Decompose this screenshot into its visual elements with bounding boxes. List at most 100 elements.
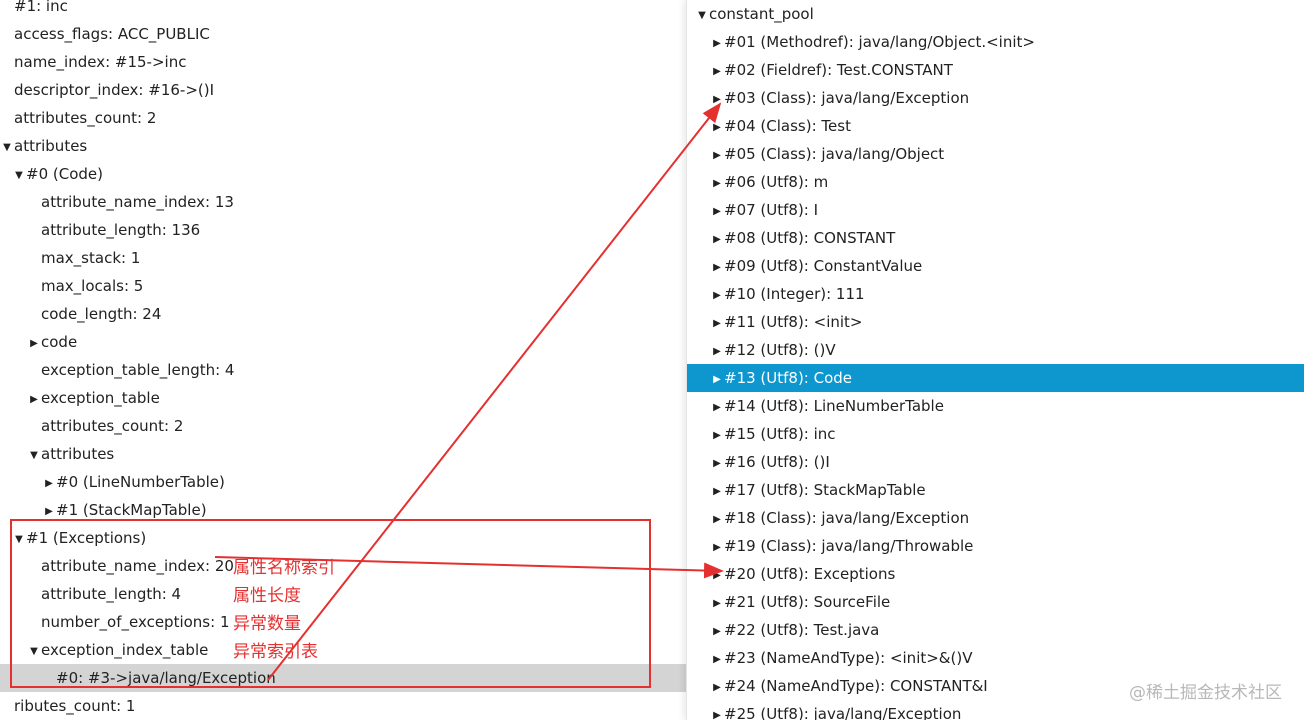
triangle-right-icon[interactable]: ▶	[713, 150, 721, 161]
left-node-attribute-name-index-20[interactable]: attribute_name_index: 20	[0, 552, 686, 580]
left-node-0-3-java-lang-exception[interactable]: #0: #3->java/lang/Exception	[0, 664, 686, 692]
cp-node-01-methodref-java-lang-object-init[interactable]: ▶#01 (Methodref): java/lang/Object.<init…	[687, 28, 1304, 56]
cp-node-25-utf8-java-lang-exception[interactable]: ▶#25 (Utf8): java/lang/Exception	[687, 700, 1304, 720]
tree-node-label: #04 (Class): Test	[724, 117, 851, 135]
cp-node-12-utf8-v[interactable]: ▶#12 (Utf8): ()V	[687, 336, 1304, 364]
triangle-right-icon[interactable]: ▶	[713, 710, 721, 720]
triangle-right-icon[interactable]: ▶	[713, 234, 721, 245]
triangle-right-icon[interactable]: ▶	[713, 66, 721, 77]
left-node-exception-table[interactable]: ▶exception_table	[0, 384, 686, 412]
left-node-access-flags-acc-public[interactable]: access_flags: ACC_PUBLIC	[0, 20, 686, 48]
tree-node-label: #0: #3->java/lang/Exception	[56, 669, 276, 687]
left-node-1-exceptions[interactable]: ▼#1 (Exceptions)	[0, 524, 686, 552]
left-node-attribute-name-index-13[interactable]: attribute_name_index: 13	[0, 188, 686, 216]
left-node-0-code[interactable]: ▼#0 (Code)	[0, 160, 686, 188]
cp-node-09-utf8-constantvalue[interactable]: ▶#09 (Utf8): ConstantValue	[687, 252, 1304, 280]
triangle-down-icon[interactable]: ▼	[30, 646, 38, 657]
tree-node-label: exception_index_table	[41, 641, 209, 659]
cp-node-constant-pool[interactable]: ▼constant_pool	[687, 0, 1304, 28]
tree-node-label: #23 (NameAndType): <init>&()V	[724, 649, 973, 667]
left-node-exception-table-length-4[interactable]: exception_table_length: 4	[0, 356, 686, 384]
left-node-1-stackmaptable[interactable]: ▶#1 (StackMapTable)	[0, 496, 686, 524]
left-node-name-index-15-inc[interactable]: name_index: #15->inc	[0, 48, 686, 76]
triangle-right-icon[interactable]: ▶	[713, 430, 721, 441]
triangle-right-icon[interactable]: ▶	[713, 682, 721, 693]
triangle-down-icon[interactable]: ▼	[3, 142, 11, 153]
tree-node-label: #19 (Class): java/lang/Throwable	[724, 537, 974, 555]
triangle-right-icon[interactable]: ▶	[713, 374, 721, 385]
cp-node-03-class-java-lang-exception[interactable]: ▶#03 (Class): java/lang/Exception	[687, 84, 1304, 112]
cp-node-18-class-java-lang-exception[interactable]: ▶#18 (Class): java/lang/Exception	[687, 504, 1304, 532]
triangle-right-icon[interactable]: ▶	[713, 94, 721, 105]
cp-node-20-utf8-exceptions[interactable]: ▶#20 (Utf8): Exceptions	[687, 560, 1304, 588]
left-node-number-of-exceptions-1[interactable]: number_of_exceptions: 1	[0, 608, 686, 636]
triangle-right-icon[interactable]: ▶	[713, 654, 721, 665]
left-node-exception-index-table[interactable]: ▼exception_index_table	[0, 636, 686, 664]
left-node-max-stack-1[interactable]: max_stack: 1	[0, 244, 686, 272]
cp-node-04-class-test[interactable]: ▶#04 (Class): Test	[687, 112, 1304, 140]
cp-node-10-integer-111[interactable]: ▶#10 (Integer): 111	[687, 280, 1304, 308]
tree-node-label: #09 (Utf8): ConstantValue	[724, 257, 923, 275]
left-node-code-length-24[interactable]: code_length: 24	[0, 300, 686, 328]
triangle-right-icon[interactable]: ▶	[713, 206, 721, 217]
left-node-attribute-length-136[interactable]: attribute_length: 136	[0, 216, 686, 244]
triangle-right-icon[interactable]: ▶	[713, 38, 721, 49]
left-node-attributes[interactable]: ▼attributes	[0, 132, 686, 160]
left-node-attribute-length-4[interactable]: attribute_length: 4	[0, 580, 686, 608]
cp-node-22-utf8-test-java[interactable]: ▶#22 (Utf8): Test.java	[687, 616, 1304, 644]
cp-node-02-fieldref-test-constant[interactable]: ▶#02 (Fieldref): Test.CONSTANT	[687, 56, 1304, 84]
left-node-1-inc[interactable]: #1: inc	[0, 0, 686, 20]
triangle-right-icon[interactable]: ▶	[45, 506, 53, 517]
cp-node-08-utf8-constant[interactable]: ▶#08 (Utf8): CONSTANT	[687, 224, 1304, 252]
cp-node-23-nameandtype-init-v[interactable]: ▶#23 (NameAndType): <init>&()V	[687, 644, 1304, 672]
cp-node-05-class-java-lang-object[interactable]: ▶#05 (Class): java/lang/Object	[687, 140, 1304, 168]
triangle-right-icon[interactable]: ▶	[713, 122, 721, 133]
triangle-right-icon[interactable]: ▶	[713, 486, 721, 497]
triangle-right-icon[interactable]: ▶	[713, 346, 721, 357]
left-node-descriptor-index-16-i[interactable]: descriptor_index: #16->()I	[0, 76, 686, 104]
cp-node-21-utf8-sourcefile[interactable]: ▶#21 (Utf8): SourceFile	[687, 588, 1304, 616]
triangle-right-icon[interactable]: ▶	[713, 626, 721, 637]
cp-node-07-utf8-i[interactable]: ▶#07 (Utf8): I	[687, 196, 1304, 224]
left-node-max-locals-5[interactable]: max_locals: 5	[0, 272, 686, 300]
triangle-right-icon[interactable]: ▶	[713, 318, 721, 329]
watermark: @稀土掘金技术社区	[1129, 683, 1282, 703]
triangle-right-icon[interactable]: ▶	[713, 402, 721, 413]
triangle-right-icon[interactable]: ▶	[713, 570, 721, 581]
left-node-attributes-count-2[interactable]: attributes_count: 2	[0, 104, 686, 132]
tree-node-label: #15 (Utf8): inc	[724, 425, 836, 443]
triangle-right-icon[interactable]: ▶	[713, 178, 721, 189]
triangle-down-icon[interactable]: ▼	[15, 170, 23, 181]
triangle-right-icon[interactable]: ▶	[713, 542, 721, 553]
triangle-down-icon[interactable]: ▼	[15, 534, 23, 545]
triangle-right-icon[interactable]: ▶	[713, 262, 721, 273]
triangle-right-icon[interactable]: ▶	[713, 514, 721, 525]
cp-node-06-utf8-m[interactable]: ▶#06 (Utf8): m	[687, 168, 1304, 196]
left-node-0-linenumbertable[interactable]: ▶#0 (LineNumberTable)	[0, 468, 686, 496]
triangle-down-icon[interactable]: ▼	[30, 450, 38, 461]
cp-node-15-utf8-inc[interactable]: ▶#15 (Utf8): inc	[687, 420, 1304, 448]
cp-node-14-utf8-linenumbertable[interactable]: ▶#14 (Utf8): LineNumberTable	[687, 392, 1304, 420]
constant-pool-panel: ▼constant_pool▶#01 (Methodref): java/lan…	[686, 0, 1304, 720]
left-node-attributes[interactable]: ▼attributes	[0, 440, 686, 468]
left-node-ributes-count-1[interactable]: ributes_count: 1	[0, 692, 686, 720]
tree-node-label: attributes_count: 2	[41, 417, 184, 435]
tree-node-label: #02 (Fieldref): Test.CONSTANT	[724, 61, 953, 79]
triangle-right-icon[interactable]: ▶	[713, 598, 721, 609]
cp-node-11-utf8-init[interactable]: ▶#11 (Utf8): <init>	[687, 308, 1304, 336]
tree-node-label: code	[41, 333, 78, 351]
cp-node-19-class-java-lang-throwable[interactable]: ▶#19 (Class): java/lang/Throwable	[687, 532, 1304, 560]
cp-node-17-utf8-stackmaptable[interactable]: ▶#17 (Utf8): StackMapTable	[687, 476, 1304, 504]
triangle-right-icon[interactable]: ▶	[30, 338, 38, 349]
left-node-attributes-count-2[interactable]: attributes_count: 2	[0, 412, 686, 440]
tree-node-label: #1 (StackMapTable)	[56, 501, 207, 519]
cp-node-13-utf8-code[interactable]: ▶#13 (Utf8): Code	[687, 364, 1304, 392]
triangle-down-icon[interactable]: ▼	[698, 10, 706, 21]
triangle-right-icon[interactable]: ▶	[713, 458, 721, 469]
triangle-right-icon[interactable]: ▶	[45, 478, 53, 489]
left-node-code[interactable]: ▶code	[0, 328, 686, 356]
triangle-right-icon[interactable]: ▶	[30, 394, 38, 405]
cp-node-16-utf8-i[interactable]: ▶#16 (Utf8): ()I	[687, 448, 1304, 476]
triangle-right-icon[interactable]: ▶	[713, 290, 721, 301]
cp-node-24-nameandtype-constant-i[interactable]: ▶#24 (NameAndType): CONSTANT&I	[687, 672, 1304, 700]
